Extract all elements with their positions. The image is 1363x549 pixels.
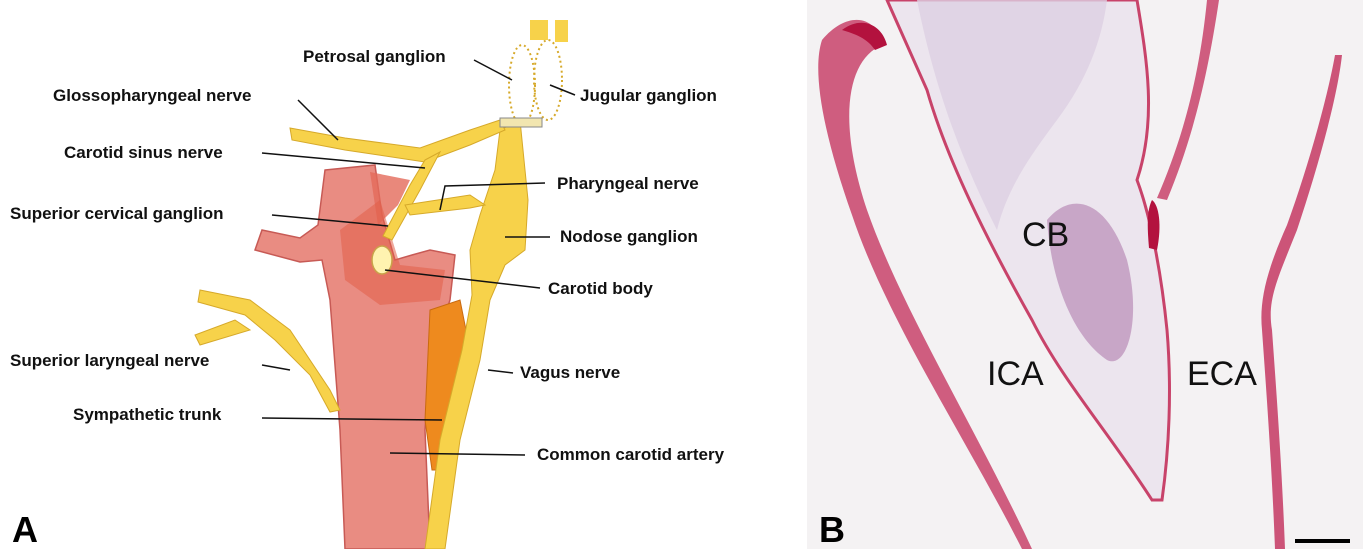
ganglion-band (500, 118, 542, 127)
scale-bar (1295, 539, 1350, 543)
superior-laryngeal-nerve-shape (198, 290, 340, 412)
label-cb: CB (1022, 218, 1069, 252)
panel-a-anatomy-drawing: Petrosal ganglion Glossopharyngeal nerve… (0, 0, 800, 549)
petrosal-ganglion-shape (509, 45, 535, 125)
histology-section (807, 0, 1363, 549)
label-petrosal-ganglion: Petrosal ganglion (303, 48, 446, 65)
label-glossopharyngeal-nerve: Glossopharyngeal nerve (53, 87, 251, 104)
label-superior-laryngeal-nerve: Superior laryngeal nerve (10, 352, 209, 369)
laryngeal-branch-shape (195, 320, 250, 345)
eca-wall (1261, 55, 1342, 549)
label-vagus-nerve: Vagus nerve (520, 364, 620, 381)
label-nodose-ganglion: Nodose ganglion (560, 228, 698, 245)
panel-letter-b: B (819, 512, 845, 548)
label-common-carotid-artery: Common carotid artery (537, 446, 724, 463)
pharyngeal-nerve-shape (405, 195, 485, 215)
vessel-dark-spot (1148, 200, 1160, 250)
label-superior-cervical-ganglion: Superior cervical ganglion (10, 205, 224, 222)
glossopharyngeal-nerve-shape (290, 120, 505, 162)
upper-nerve-roots-shape (530, 20, 568, 42)
label-carotid-sinus-nerve: Carotid sinus nerve (64, 144, 223, 161)
panel-b-histology: CB ICA ECA B (807, 0, 1363, 549)
label-pharyngeal-nerve: Pharyngeal nerve (557, 175, 699, 192)
label-ica: ICA (987, 357, 1044, 391)
jugular-ganglion-shape (534, 40, 562, 120)
panel-letter-a: A (12, 512, 38, 548)
upper-vessel-wall (1157, 0, 1219, 200)
label-jugular-ganglion: Jugular ganglion (580, 87, 717, 104)
anatomy-illustration (0, 0, 800, 549)
label-sympathetic-trunk: Sympathetic trunk (73, 406, 221, 423)
label-carotid-body: Carotid body (548, 280, 653, 297)
label-eca: ECA (1187, 357, 1257, 391)
